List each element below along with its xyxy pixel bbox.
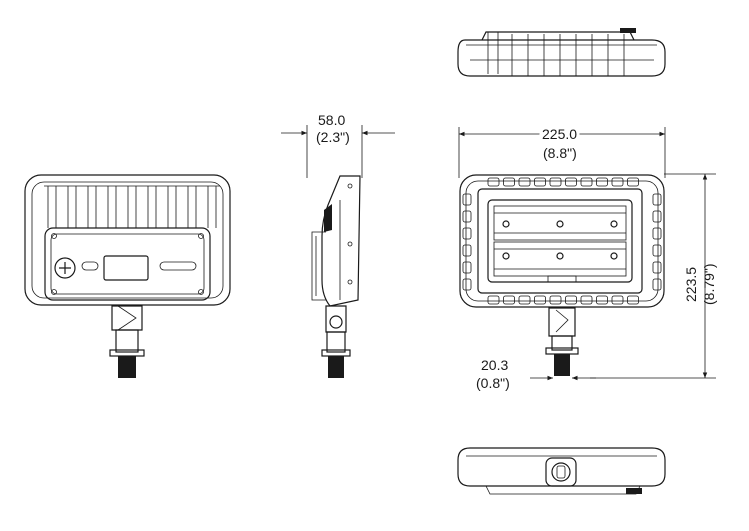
- perimeter-fin: [462, 278, 472, 291]
- rear-fins: [44, 185, 220, 228]
- perimeter-fin: [462, 193, 472, 206]
- depth-dimension: 58.0 (2.3"): [281, 112, 395, 178]
- perimeter-fin: [627, 177, 639, 187]
- perimeter-fin: [462, 244, 472, 257]
- perimeter-fin: [652, 227, 662, 240]
- perimeter-fin: [462, 210, 472, 223]
- perimeter-fin: [503, 295, 515, 305]
- perimeter-fin: [652, 278, 662, 291]
- perimeter-fin: [487, 295, 500, 305]
- front-mount-knuckle: [545, 307, 579, 376]
- perimeter-fin: [580, 177, 593, 187]
- rear-view: [24, 174, 231, 378]
- height-inch-label: (8.79"): [701, 263, 717, 305]
- rear-label-plate: [103, 255, 149, 281]
- perimeter-fin: [518, 295, 531, 305]
- depth-inch-label: (2.3"): [316, 129, 350, 145]
- depth-mm-label: 58.0: [318, 112, 345, 128]
- front-perimeter-fins: [462, 177, 662, 305]
- rear-plus-icon: [54, 257, 76, 279]
- knuckle-inch-label: (0.8"): [476, 375, 510, 391]
- perimeter-fin: [652, 210, 662, 223]
- width-inch-label: (8.8"): [543, 145, 577, 161]
- perimeter-fin: [549, 177, 562, 187]
- perimeter-fin: [462, 227, 472, 240]
- perimeter-fin: [596, 295, 608, 305]
- knuckle-dimension: 20.3 (0.8"): [476, 357, 596, 391]
- perimeter-fin: [652, 193, 662, 206]
- perimeter-fin: [549, 295, 562, 305]
- perimeter-fin: [503, 177, 515, 187]
- side-view: [311, 175, 361, 378]
- bottom-view: [457, 447, 666, 495]
- perimeter-fin: [518, 177, 531, 187]
- front-view: [459, 174, 665, 376]
- knuckle-mm-label: 20.3: [481, 357, 508, 373]
- side-mount-knuckle: [321, 305, 351, 378]
- perimeter-fin: [534, 177, 546, 187]
- perimeter-fin: [487, 177, 500, 187]
- front-led-points: [502, 220, 618, 260]
- perimeter-fin: [565, 295, 577, 305]
- perimeter-fin: [611, 295, 624, 305]
- perimeter-fin: [534, 295, 546, 305]
- perimeter-fin: [596, 177, 608, 187]
- width-mm-label: 225.0: [542, 126, 577, 142]
- perimeter-fin: [580, 295, 593, 305]
- rear-mount-knuckle: [109, 305, 145, 378]
- perimeter-fin: [462, 261, 472, 274]
- perimeter-fin: [652, 261, 662, 274]
- width-dimension: 225.0 (8.8"): [458, 123, 666, 178]
- perimeter-fin: [565, 177, 577, 187]
- perimeter-fin: [652, 244, 662, 257]
- height-dimension: 223.5 (8.79"): [590, 173, 717, 379]
- perimeter-fin: [627, 295, 639, 305]
- top-view: [457, 28, 666, 77]
- height-mm-label: 223.5: [683, 267, 699, 302]
- perimeter-fin: [611, 177, 624, 187]
